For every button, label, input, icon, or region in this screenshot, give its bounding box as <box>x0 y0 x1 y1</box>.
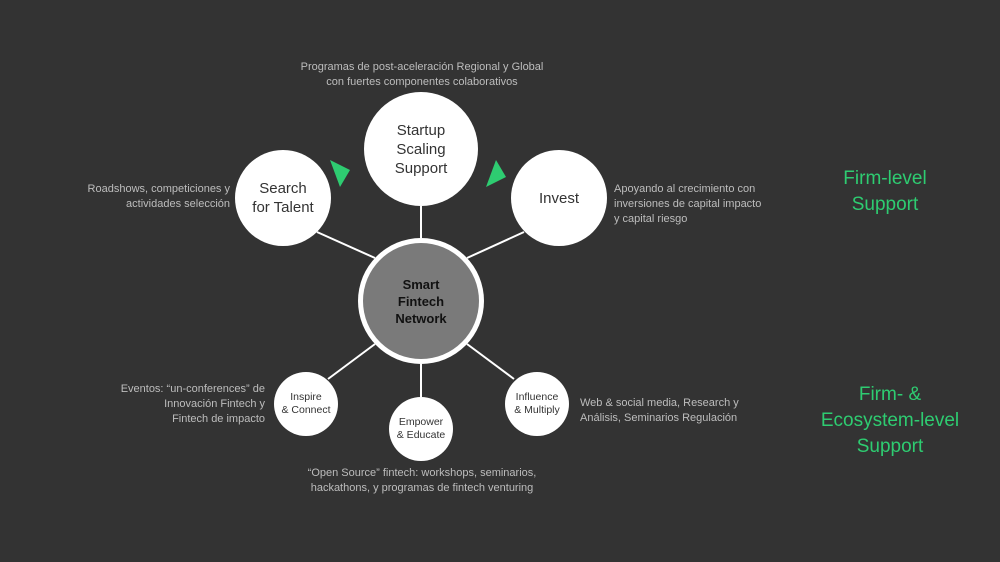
node-startup-scaling-label: Startup Scaling Support <box>394 121 448 177</box>
node-empower-educate: Empower & Educate <box>389 397 453 461</box>
node-influence-label: Influence & Multiply <box>514 391 560 416</box>
link-influence <box>466 343 515 380</box>
desc-inspire: Eventos: “un-conferences” de Innovación … <box>120 383 265 425</box>
triangle-arrow-left <box>330 160 350 187</box>
node-startup-scaling: Startup Scaling Support <box>364 92 478 206</box>
desc-influence: Web & social media, Research y Análisis,… <box>580 397 739 424</box>
center-inner-circle: Smart Fintech Network <box>363 243 479 359</box>
link-search <box>316 231 376 259</box>
node-invest: Invest <box>511 150 607 246</box>
node-empower-label: Empower & Educate <box>396 416 446 441</box>
triangle-arrow-right <box>486 160 506 187</box>
desc-search-talent: Roadshows, competiciones y actividades s… <box>87 183 230 210</box>
desc-empower: “Open Source” fintech: workshops, semina… <box>307 467 537 494</box>
node-search-talent: Search for Talent <box>235 150 331 246</box>
node-center-label: Smart Fintech Network <box>395 276 447 326</box>
node-inspire-connect: Inspire & Connect <box>274 372 338 436</box>
node-center-smart-fintech-network: Smart Fintech Network <box>358 238 484 364</box>
node-invest-label: Invest <box>538 189 580 207</box>
desc-invest: Apoyando al crecimiento con inversiones … <box>614 183 762 225</box>
node-influence-multiply: Influence & Multiply <box>505 372 569 436</box>
label-ecosystem-level-support: Firm- & Ecosystem-level Support <box>820 384 960 457</box>
link-invest <box>466 231 525 259</box>
link-inspire <box>327 343 376 380</box>
desc-startup-scaling: Programas de post-aceleración Regional y… <box>300 61 544 88</box>
node-search-talent-label: Search for Talent <box>252 180 314 216</box>
node-inspire-label: Inspire & Connect <box>281 391 331 416</box>
label-firm-level-support: Firm-level Support <box>843 168 927 215</box>
